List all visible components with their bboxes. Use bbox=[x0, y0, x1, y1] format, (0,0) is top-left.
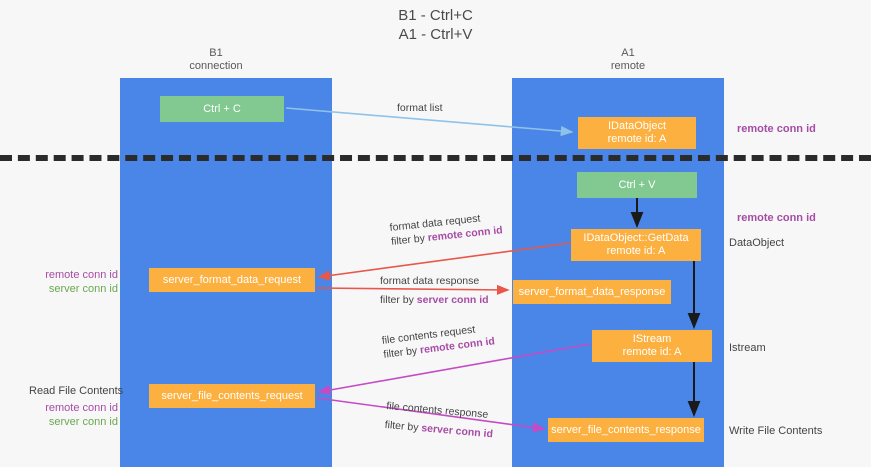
column-header-a1-sub: remote bbox=[610, 60, 646, 72]
node-idataobject-getdata-label: IDataObject::GetData bbox=[583, 232, 689, 244]
column-header-b1: B1 connection bbox=[136, 47, 296, 73]
page-title: B1 - Ctrl+C A1 - Ctrl+V bbox=[0, 6, 871, 44]
node-server-file-contents-response[interactable]: server_file_contents_response bbox=[548, 418, 704, 442]
right-label-remote-conn-id-top: remote conn id bbox=[737, 123, 816, 135]
left-label-group-file-contents: remote conn id server conn id bbox=[22, 401, 118, 429]
divider-dashed bbox=[0, 155, 871, 161]
edge-label-format-data-response: format data response filter by server co… bbox=[380, 274, 489, 307]
node-ctrl-v[interactable]: Ctrl + V bbox=[577, 172, 697, 198]
page-title-line-1: B1 - Ctrl+C bbox=[398, 7, 473, 24]
node-istream[interactable]: IStream remote id: A bbox=[592, 330, 712, 362]
filter-prefix: filter by bbox=[384, 418, 422, 435]
edge-label-format-list-text: format list bbox=[397, 102, 443, 114]
right-label-dataobject: DataObject bbox=[729, 237, 785, 249]
connector-file-contents-request bbox=[317, 343, 591, 396]
connector-format-list bbox=[285, 107, 574, 137]
node-server-file-contents-request[interactable]: server_file_contents_request bbox=[149, 384, 315, 408]
node-server-format-data-response-label: server_format_data_response bbox=[518, 285, 666, 298]
node-idataobject[interactable]: IDataObject remote id: A bbox=[578, 117, 696, 149]
node-ctrl-c[interactable]: Ctrl + C bbox=[160, 96, 284, 122]
connector-format-data-request bbox=[317, 242, 571, 281]
edge-label-format-data-response-main: format data response bbox=[380, 275, 480, 287]
column-header-a1-name: A1 bbox=[621, 47, 635, 59]
left-label-read-file-contents: Read File Contents bbox=[29, 385, 124, 397]
column-header-b1-name: B1 bbox=[209, 47, 223, 59]
filter-prefix: filter by bbox=[380, 294, 417, 306]
node-idataobject-getdata[interactable]: IDataObject::GetData remote id: A bbox=[571, 229, 701, 261]
node-idataobject-sub: remote id: A bbox=[607, 133, 667, 145]
left-label-remote-conn-id-1: remote conn id bbox=[45, 269, 118, 281]
node-istream-label: IStream bbox=[632, 333, 672, 345]
node-server-format-data-request[interactable]: server_format_data_request bbox=[149, 268, 315, 292]
left-label-remote-conn-id-2: remote conn id bbox=[45, 402, 118, 414]
node-server-file-contents-response-label: server_file_contents_response bbox=[551, 423, 701, 436]
node-server-file-contents-request-label: server_file_contents_request bbox=[161, 389, 303, 402]
left-label-server-conn-id-1: server conn id bbox=[48, 283, 118, 295]
node-server-format-data-request-label: server_format_data_request bbox=[162, 273, 302, 286]
node-ctrl-v-label: Ctrl + V bbox=[618, 178, 656, 191]
node-server-format-data-response[interactable]: server_format_data_response bbox=[513, 280, 671, 304]
connector-format-data-response bbox=[316, 284, 510, 296]
column-header-b1-sub: connection bbox=[189, 60, 243, 72]
edge-label-format-data-response-filter: filter by server conn id bbox=[380, 293, 489, 307]
right-label-write-file-contents: Write File Contents bbox=[729, 425, 823, 437]
right-label-istream: Istream bbox=[729, 342, 766, 354]
page-title-line-2: A1 - Ctrl+V bbox=[398, 26, 473, 43]
right-label-remote-conn-id-mid: remote conn id bbox=[737, 212, 816, 224]
node-ctrl-c-label: Ctrl + C bbox=[203, 102, 241, 115]
filter-prefix: filter by bbox=[390, 232, 429, 248]
left-label-group-format: remote conn id server conn id bbox=[22, 268, 118, 296]
connector-file-contents-response bbox=[316, 397, 546, 433]
node-idataobject-getdata-sub: remote id: A bbox=[606, 245, 666, 257]
column-header-a1: A1 remote bbox=[548, 47, 708, 73]
left-label-server-conn-id-2: server conn id bbox=[48, 416, 118, 428]
edge-label-format-list: format list bbox=[397, 101, 443, 115]
node-istream-sub: remote id: A bbox=[622, 346, 682, 358]
node-idataobject-label: IDataObject bbox=[607, 120, 667, 132]
filter-key: server conn id bbox=[416, 294, 489, 306]
